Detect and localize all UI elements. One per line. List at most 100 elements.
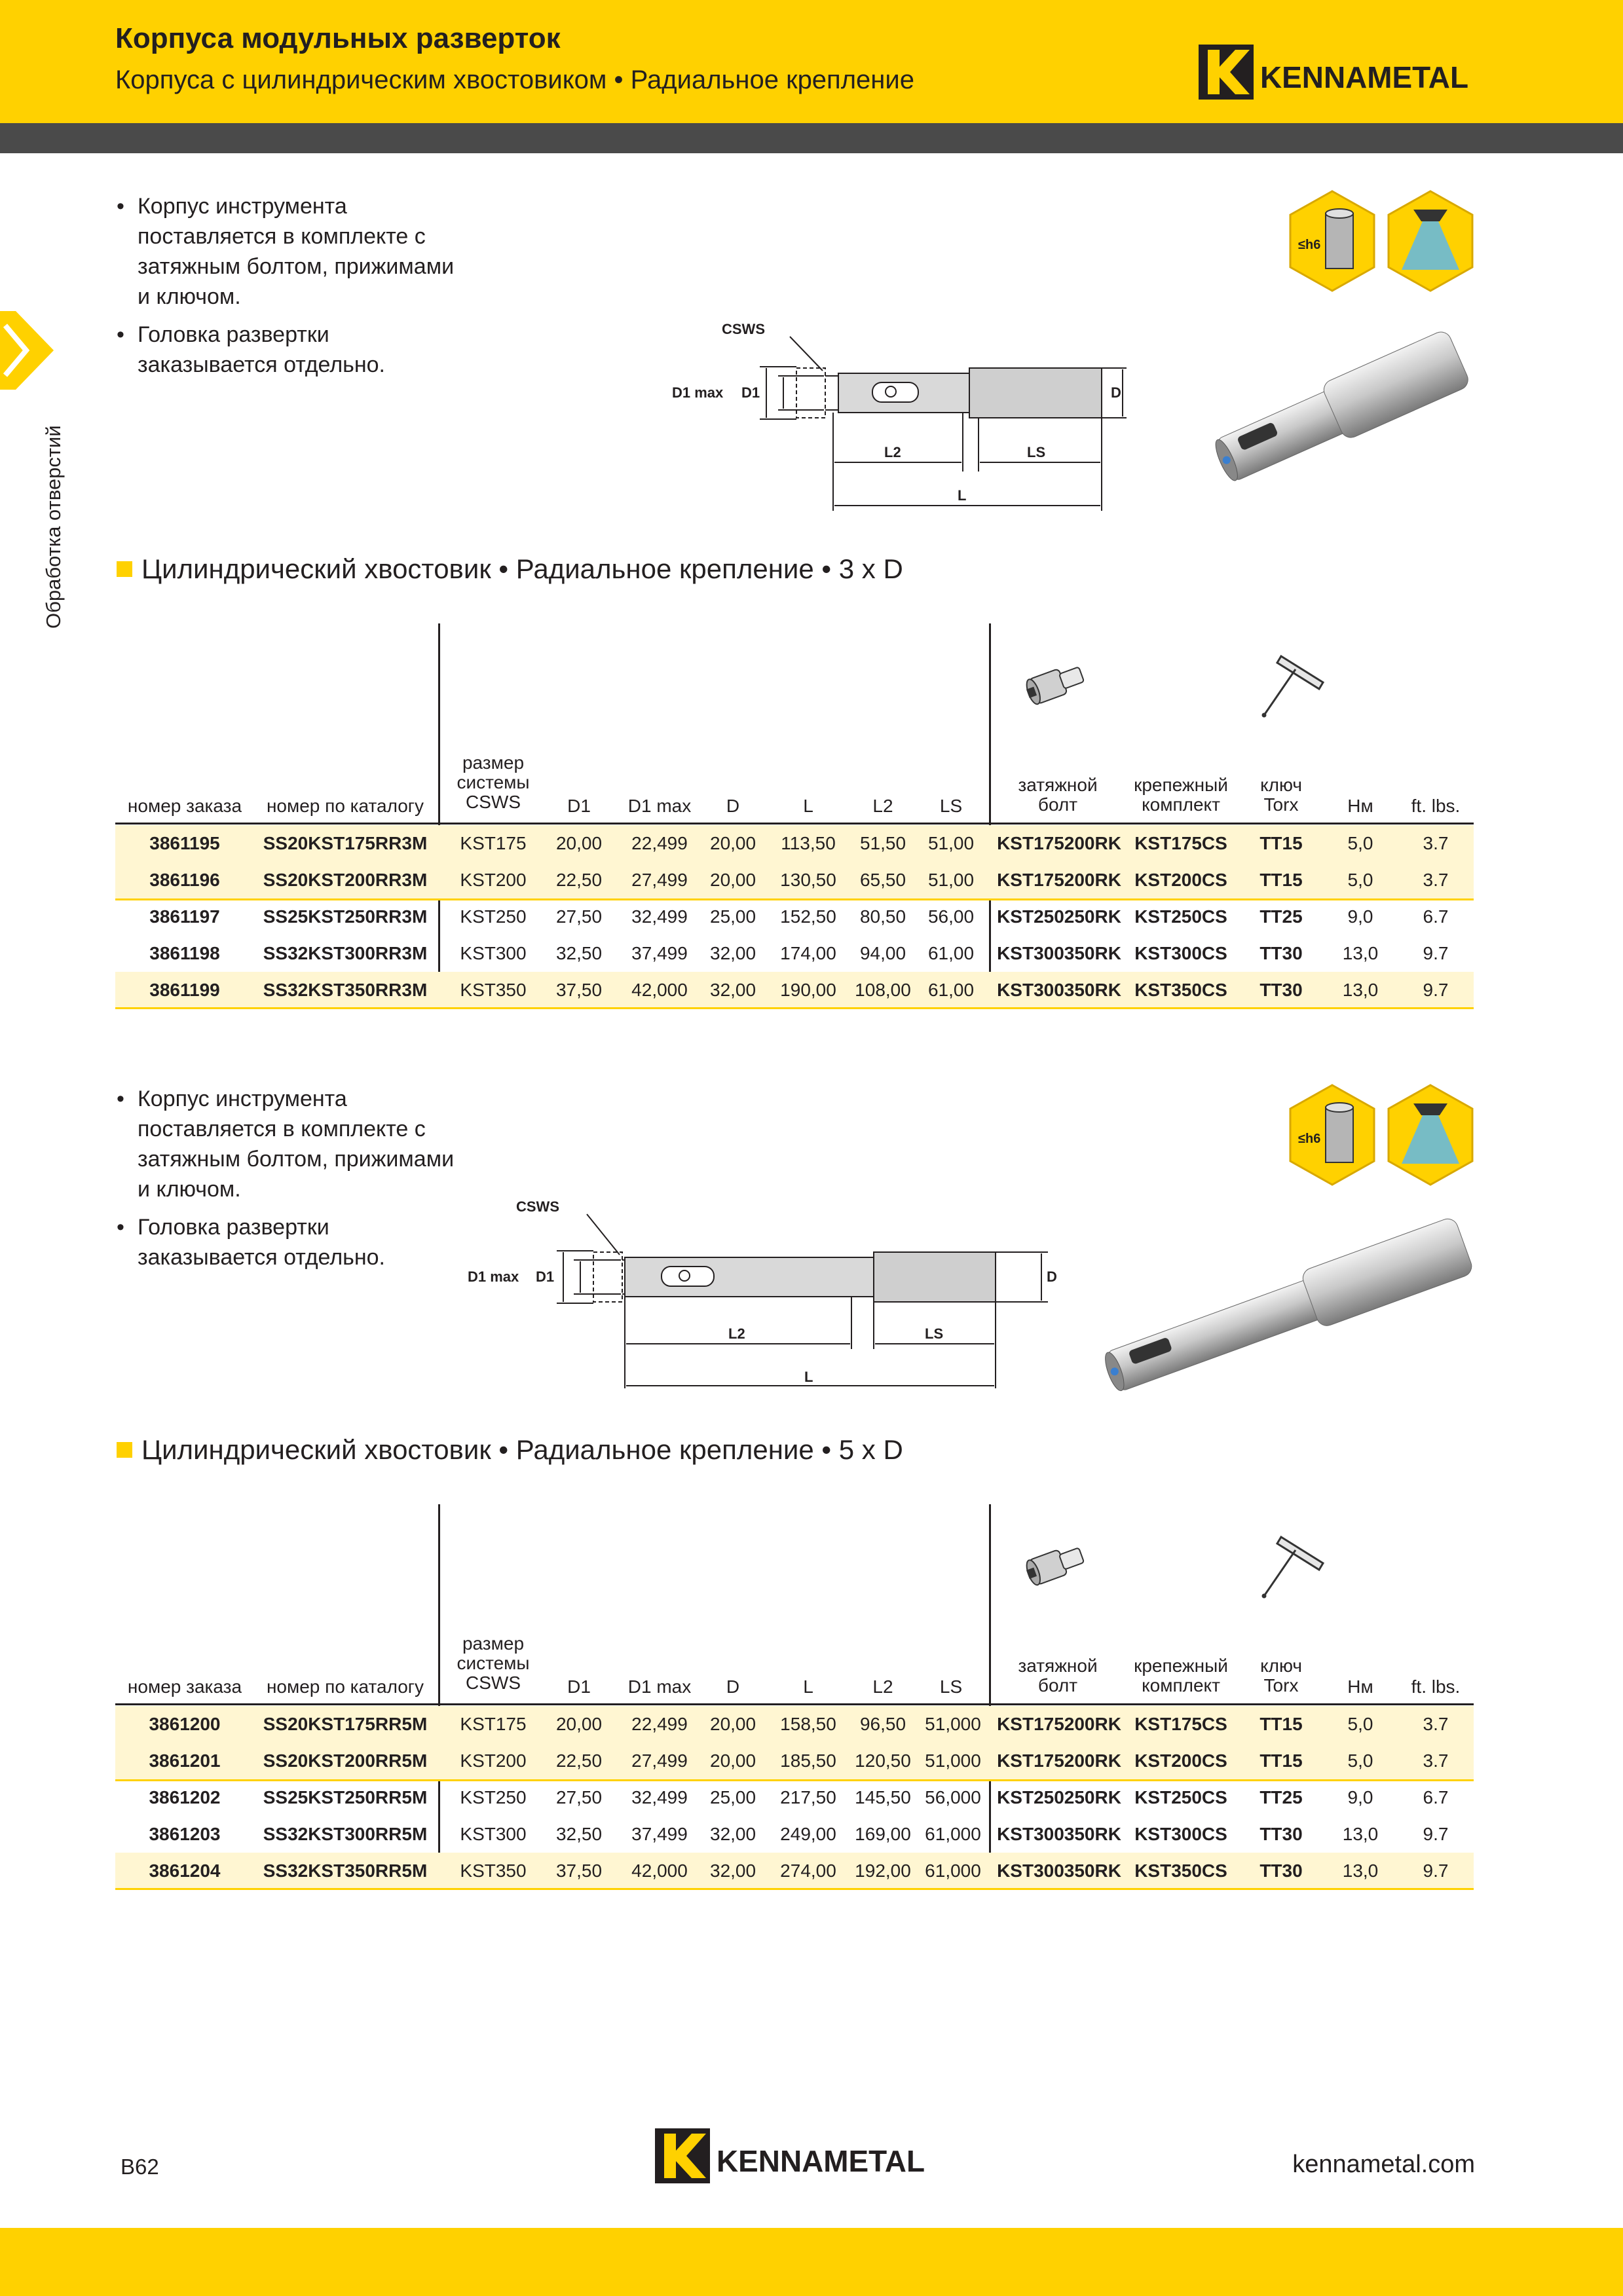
header-rule: [115, 1703, 1474, 1705]
cell-d1: 37,50: [555, 980, 603, 1000]
cell-d: 25,00: [710, 906, 756, 927]
cell-catalog-no: SS20KST175RR3M: [263, 833, 428, 853]
cell-d: 25,00: [710, 1787, 756, 1807]
cell-l: 217,50: [780, 1787, 836, 1807]
cell-l: 152,50: [780, 906, 836, 927]
cell-l2: 145,50: [855, 1787, 911, 1807]
row-rule: [115, 1888, 1474, 1890]
tolerance-h6-icon: ≤h6: [1289, 190, 1375, 292]
col-header-l: L: [803, 1676, 813, 1697]
cell-ls: 61,00: [927, 980, 975, 1000]
cell-ftlbs: 3.7: [1423, 1714, 1449, 1734]
footer-bar: [0, 2228, 1623, 2296]
tolerance-label: ≤h6: [1298, 1132, 1320, 1146]
column-divider: [989, 1504, 991, 1889]
col-header-catalog-no: номер по каталогу: [266, 796, 424, 816]
cell-l2: 65,50: [859, 870, 906, 890]
cell-key: TT30: [1259, 1861, 1303, 1881]
torx-key-icon: [1261, 1535, 1325, 1599]
feature-item: Корпус инструмента поставляется в компле…: [115, 191, 456, 312]
cell-d1max: 27,499: [631, 1750, 688, 1771]
cell-d1max: 22,499: [631, 833, 688, 853]
cell-catalog-no: SS20KST200RR3M: [263, 870, 428, 890]
website-link[interactable]: kennametal.com: [1292, 2151, 1475, 2178]
row-rule: [115, 1779, 1474, 1781]
cell-draw-bolt: KST300350RK: [997, 1861, 1121, 1881]
feature-item: Головка развертки заказывается отдельно.: [115, 1212, 456, 1272]
tool-photo-3xd: [1215, 331, 1468, 481]
header-rule: [115, 823, 1474, 824]
table-row: 3861200 SS20KST175RR5M KST175 20,00 22,4…: [115, 1706, 1474, 1743]
cell-d1: 37,50: [555, 1861, 603, 1881]
cell-order-no: 3861203: [149, 1824, 221, 1844]
cell-draw-bolt: KST250250RK: [997, 1787, 1121, 1807]
cell-l2: 80,50: [859, 906, 906, 927]
col-header-draw-bolt: затяжной болт: [1018, 1656, 1098, 1695]
cell-ls: 51,000: [925, 1714, 981, 1734]
col-header-csws: размер системы CSWS: [457, 752, 530, 812]
cell-d1max: 22,499: [631, 1714, 688, 1734]
col-header-csws: размер системы CSWS: [457, 1633, 530, 1693]
label-d1max: D1 max: [468, 1268, 519, 1285]
col-header-nm: Нм: [1347, 796, 1373, 816]
cell-order-no: 3861196: [149, 870, 220, 890]
cell-l: 185,50: [780, 1750, 836, 1771]
cell-csws: KST300: [460, 1824, 527, 1844]
cell-d1max: 42,000: [631, 980, 688, 1000]
row-rule: [115, 898, 1474, 900]
cell-draw-bolt: KST175200RK: [997, 870, 1121, 890]
feature-icons: ≤h6: [1289, 190, 1474, 292]
cell-draw-bolt: KST175200RK: [997, 833, 1121, 853]
table-row: 3861196 SS20KST200RR3M KST200 22,50 27,4…: [115, 862, 1474, 898]
col-header-nm: Нм: [1347, 1676, 1373, 1697]
cell-ftlbs: 9.7: [1423, 943, 1449, 963]
header-dark-bar: [0, 123, 1623, 153]
section-title-text: Цилиндрический хвостовик • Радиальное кр…: [141, 553, 903, 584]
col-header-d: D: [726, 796, 740, 816]
cell-ftlbs: 6.7: [1423, 1787, 1449, 1807]
label-l: L: [804, 1369, 813, 1385]
cell-nm: 13,0: [1342, 1824, 1379, 1844]
cell-ls: 56,00: [927, 906, 975, 927]
cell-clamp-kit: KST175CS: [1134, 833, 1227, 853]
footer-kennametal-logo: KENNAMETAL: [655, 2128, 925, 2183]
side-chevron-icon: [0, 311, 54, 390]
cell-order-no: 3861198: [149, 943, 220, 963]
cell-order-no: 3861199: [149, 980, 220, 1000]
cell-l: 190,00: [780, 980, 836, 1000]
cell-l2: 169,00: [855, 1824, 911, 1844]
label-l: L: [958, 487, 966, 504]
kennametal-logo: KENNAMETAL: [1199, 45, 1468, 100]
cell-key: TT15: [1259, 870, 1303, 890]
cell-ftlbs: 9.7: [1423, 1824, 1449, 1844]
cell-order-no: 3861202: [149, 1787, 221, 1807]
cell-key: TT15: [1259, 1750, 1303, 1771]
features-list: Корпус инструмента поставляется в компле…: [115, 191, 456, 388]
label-ls: LS: [925, 1325, 943, 1342]
cell-l: 249,00: [780, 1824, 836, 1844]
cell-d1: 32,50: [555, 943, 603, 963]
cell-csws: KST200: [460, 870, 527, 890]
cell-nm: 5,0: [1347, 870, 1373, 890]
cell-order-no: 3861201: [149, 1750, 221, 1771]
section-title-text: Цилиндрический хвостовик • Радиальное кр…: [141, 1434, 903, 1465]
cell-csws: KST175: [460, 1714, 527, 1734]
feature-item: Головка развертки заказывается отдельно.: [115, 320, 456, 380]
cell-catalog-no: SS20KST175RR5M: [263, 1714, 428, 1734]
col-header-d1: D1: [567, 1676, 591, 1697]
cell-csws: KST250: [460, 906, 527, 927]
draw-bolt-icon: [1026, 1547, 1085, 1586]
cell-nm: 5,0: [1347, 1714, 1373, 1734]
cell-d: 32,00: [710, 1861, 756, 1881]
cell-d: 20,00: [710, 870, 756, 890]
cell-draw-bolt: KST300350RK: [997, 943, 1121, 963]
cell-ls: 61,00: [927, 943, 975, 963]
cell-nm: 5,0: [1347, 1750, 1373, 1771]
label-ls: LS: [1027, 444, 1045, 460]
col-header-draw-bolt: затяжной болт: [1018, 775, 1098, 815]
label-csws: CSWS: [722, 321, 765, 337]
cell-l: 130,50: [780, 870, 836, 890]
cell-l2: 192,00: [855, 1861, 911, 1881]
cell-catalog-no: SS25KST250RR3M: [263, 906, 428, 927]
cell-catalog-no: SS32KST300RR3M: [263, 943, 428, 963]
